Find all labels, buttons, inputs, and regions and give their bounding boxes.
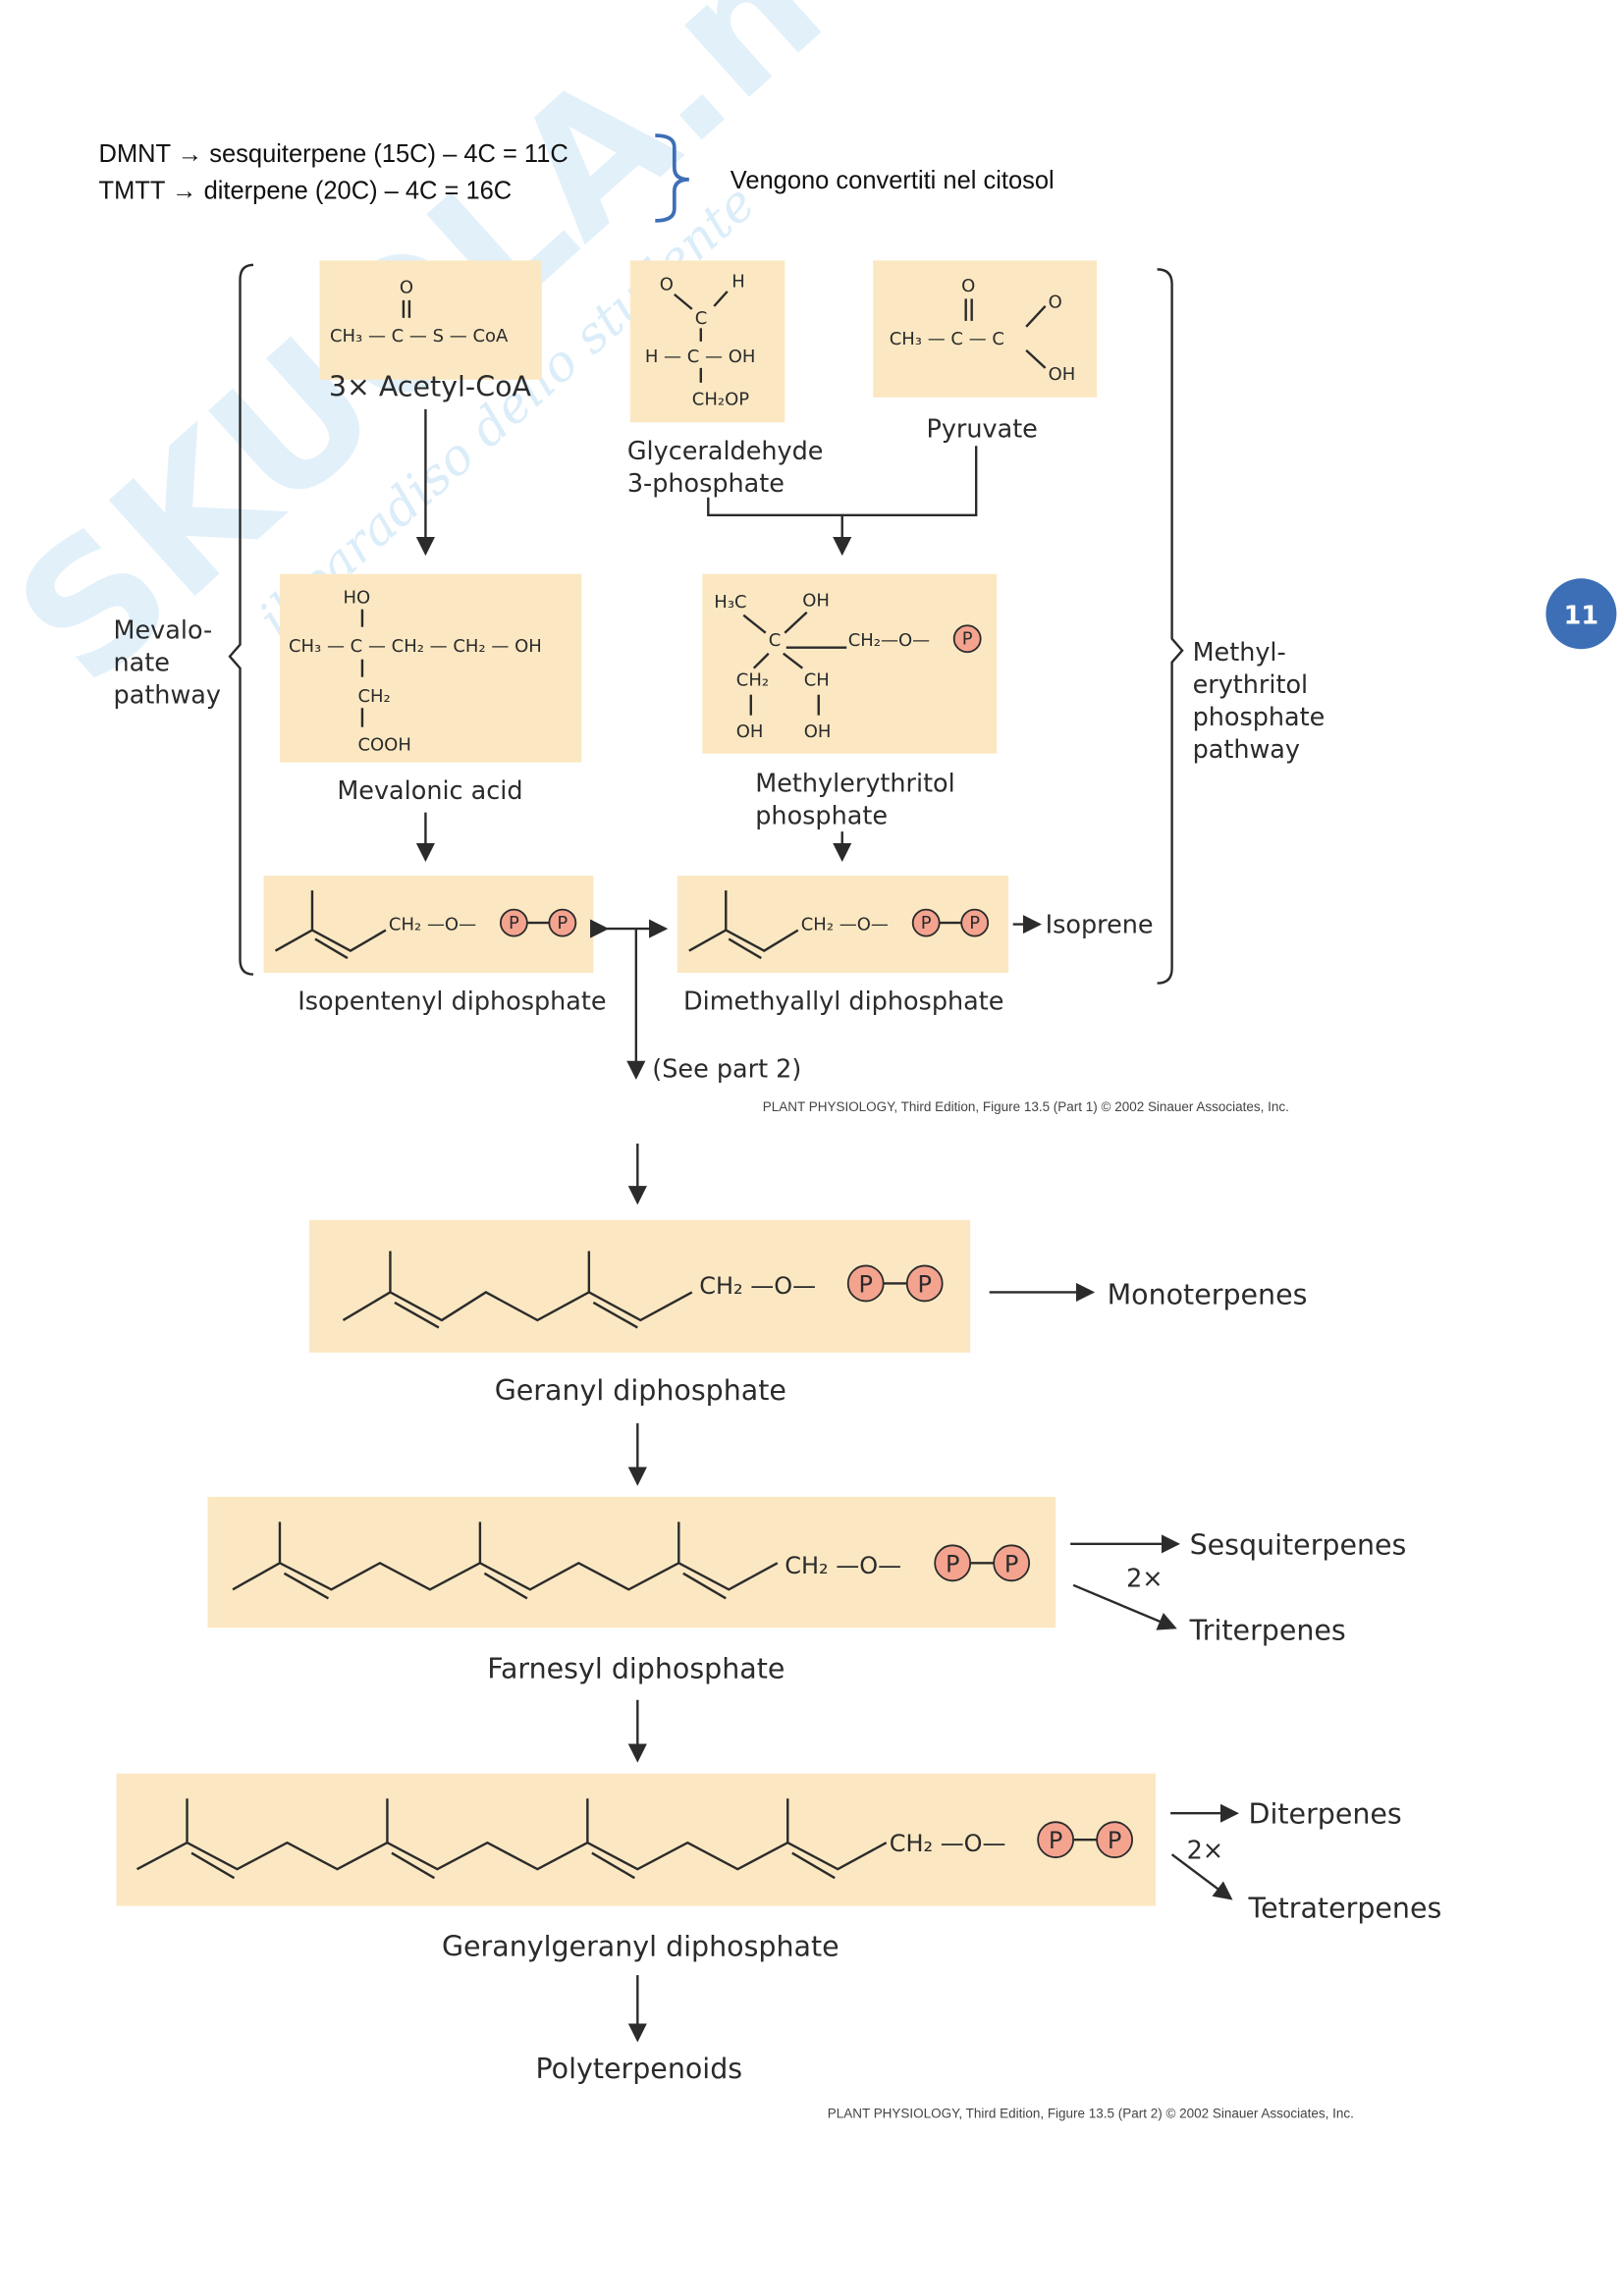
svg-text:Geranylgeranyl diphosphate: Geranylgeranyl diphosphate xyxy=(442,1931,839,1963)
svg-text:CH₂—O—: CH₂—O— xyxy=(848,630,930,651)
svg-text:Geranyl diphosphate: Geranyl diphosphate xyxy=(495,1374,786,1407)
svg-text:Isopentenyl diphosphate: Isopentenyl diphosphate xyxy=(298,988,606,1017)
arrow xyxy=(1072,1583,1177,1630)
svg-text:Farnesyl diphosphate: Farnesyl diphosphate xyxy=(487,1652,785,1684)
sesquiterpenes-label: Sesquiterpenes xyxy=(1190,1528,1407,1561)
acetyl-coa: O CH₃ — C — S — CoA 3× Acetyl-CoA xyxy=(319,260,542,402)
svg-text:3× Acetyl-CoA: 3× Acetyl-CoA xyxy=(329,370,532,402)
svg-text:CH₂ —O—: CH₂ —O— xyxy=(785,1552,901,1579)
page-number: 11 xyxy=(1564,602,1598,631)
mevalonate-label: nate xyxy=(114,649,170,678)
tetraterpenes-label: Tetraterpenes xyxy=(1248,1893,1442,1925)
svg-text:CH₃ — C — C: CH₃ — C — C xyxy=(890,329,1004,349)
svg-text:H: H xyxy=(731,271,745,292)
svg-text:3-phosphate: 3-phosphate xyxy=(627,469,785,499)
mevalonate-bracket xyxy=(228,263,254,976)
svg-text:Glyceraldehyde: Glyceraldehyde xyxy=(627,437,824,466)
svg-text:HO: HO xyxy=(343,588,370,609)
svg-text:phosphate: phosphate xyxy=(755,802,888,831)
svg-text:OH: OH xyxy=(804,721,832,742)
note-tmtt: TMTT → diterpene (20C) – 4C = 16C xyxy=(99,177,513,204)
svg-text:CH₂ —O—: CH₂ —O— xyxy=(699,1272,816,1300)
svg-text:C: C xyxy=(769,630,782,651)
svg-text:CH₂: CH₂ xyxy=(736,670,769,691)
isoprene-label: Isoprene xyxy=(1046,911,1154,940)
svg-text:P: P xyxy=(969,913,980,934)
svg-text:OH: OH xyxy=(1049,364,1076,385)
svg-text:O: O xyxy=(400,277,413,297)
glyceraldehyde-3-phosphate: O H C H — C — OH CH₂OP Glyceraldehyde 3-… xyxy=(627,260,824,499)
svg-text:O: O xyxy=(660,274,674,294)
svg-text:H — C — OH: H — C — OH xyxy=(645,347,756,367)
svg-text:CH₂ —O—: CH₂ —O— xyxy=(801,915,889,935)
credit-part1: PLANT PHYSIOLOGY, Third Edition, Figure … xyxy=(763,1099,1289,1114)
svg-text:P: P xyxy=(557,913,568,934)
polyterpenoids-label: Polyterpenoids xyxy=(536,2053,743,2085)
svg-text:CH: CH xyxy=(804,670,830,691)
pyruvate: O O CH₃ — C — C OH Pyruvate xyxy=(873,260,1098,444)
farnesyl-diphosphate: CH₂ —O— P P Farnesyl diphosphate xyxy=(207,1496,1056,1684)
svg-text:P: P xyxy=(921,913,932,934)
svg-text:Pyruvate: Pyruvate xyxy=(926,414,1037,444)
svg-text:OH: OH xyxy=(802,591,830,612)
svg-text:CH₂ —O—: CH₂ —O— xyxy=(890,1830,1006,1857)
svg-text:P: P xyxy=(509,913,519,934)
svg-text:C: C xyxy=(695,308,708,329)
page-number-badge xyxy=(1545,578,1617,650)
geranyl-diphosphate: CH₂ —O— P P Geranyl diphosphate xyxy=(308,1219,971,1407)
svg-text:P: P xyxy=(1049,1827,1062,1854)
mep-label: erythritol xyxy=(1193,670,1309,700)
svg-text:P: P xyxy=(1004,1550,1018,1577)
dimethylallyl-diphosphate: CH₂ —O— P P Dimethyallyl diphosphate xyxy=(677,876,1009,1017)
mep-label: pathway xyxy=(1193,735,1300,765)
isopentenyl-diphosphate: CH₂ —O— P P Isopentenyl diphosphate xyxy=(263,876,607,1017)
svg-text:P: P xyxy=(1108,1827,1121,1854)
mep-bracket xyxy=(1157,268,1184,985)
credit-part2: PLANT PHYSIOLOGY, Third Edition, Figure … xyxy=(828,2107,1354,2121)
see-part2: (See part 2) xyxy=(652,1055,801,1085)
svg-text:P: P xyxy=(858,1270,872,1298)
monoterpenes-label: Monoterpenes xyxy=(1108,1278,1308,1310)
triterpenes-label: Triterpenes xyxy=(1189,1614,1346,1646)
arrow xyxy=(1170,1853,1233,1900)
multiplier: 2× xyxy=(1126,1564,1164,1593)
mevalonic-acid: HO CH₃ — C — CH₂ — CH₂ — OH CH₂ COOH Mev… xyxy=(279,573,582,806)
svg-text:O: O xyxy=(1049,292,1062,312)
diterpenes-label: Diterpenes xyxy=(1249,1798,1402,1831)
svg-text:P: P xyxy=(962,629,973,650)
svg-text:P: P xyxy=(917,1270,931,1298)
mevalonate-label: Mevalo- xyxy=(114,616,213,646)
svg-text:OH: OH xyxy=(736,721,764,742)
curly-brace xyxy=(655,133,689,223)
brace-comment: Vengono convertiti nel citosol xyxy=(731,167,1055,194)
methylerythritol-phosphate: H₃C OH C CH₂—O— P CH₂ CH OH OH Methylery… xyxy=(702,573,998,831)
mep-label: Methyl- xyxy=(1193,638,1286,667)
svg-text:O: O xyxy=(961,276,975,296)
mep-label: phosphate xyxy=(1193,703,1326,732)
svg-text:Methylerythritol: Methylerythritol xyxy=(755,770,954,799)
mevalonate-label: pathway xyxy=(114,681,221,711)
svg-text:CH₂: CH₂ xyxy=(357,686,390,707)
note-dmnt: DMNT → sesquiterpene (15C) – 4C = 11C xyxy=(99,140,568,168)
svg-text:CH₂ —O—: CH₂ —O— xyxy=(389,915,476,935)
geranylgeranyl-diphosphate: CH₂ —O— P P Geranylgeranyl diphosphate xyxy=(116,1773,1157,1963)
svg-text:P: P xyxy=(946,1550,959,1577)
svg-text:Mevalonic acid: Mevalonic acid xyxy=(337,776,522,806)
svg-text:CH₂OP: CH₂OP xyxy=(692,389,749,409)
svg-text:CH₃ — C — CH₂ — CH₂ — OH: CH₃ — C — CH₂ — CH₂ — OH xyxy=(289,636,542,657)
svg-text:Dimethyallyl diphosphate: Dimethyallyl diphosphate xyxy=(683,988,1003,1017)
svg-text:H₃C: H₃C xyxy=(714,592,746,613)
multiplier: 2× xyxy=(1187,1837,1224,1866)
svg-text:COOH: COOH xyxy=(357,735,410,756)
svg-text:CH₃ — C — S — CoA: CH₃ — C — S — CoA xyxy=(330,326,509,347)
